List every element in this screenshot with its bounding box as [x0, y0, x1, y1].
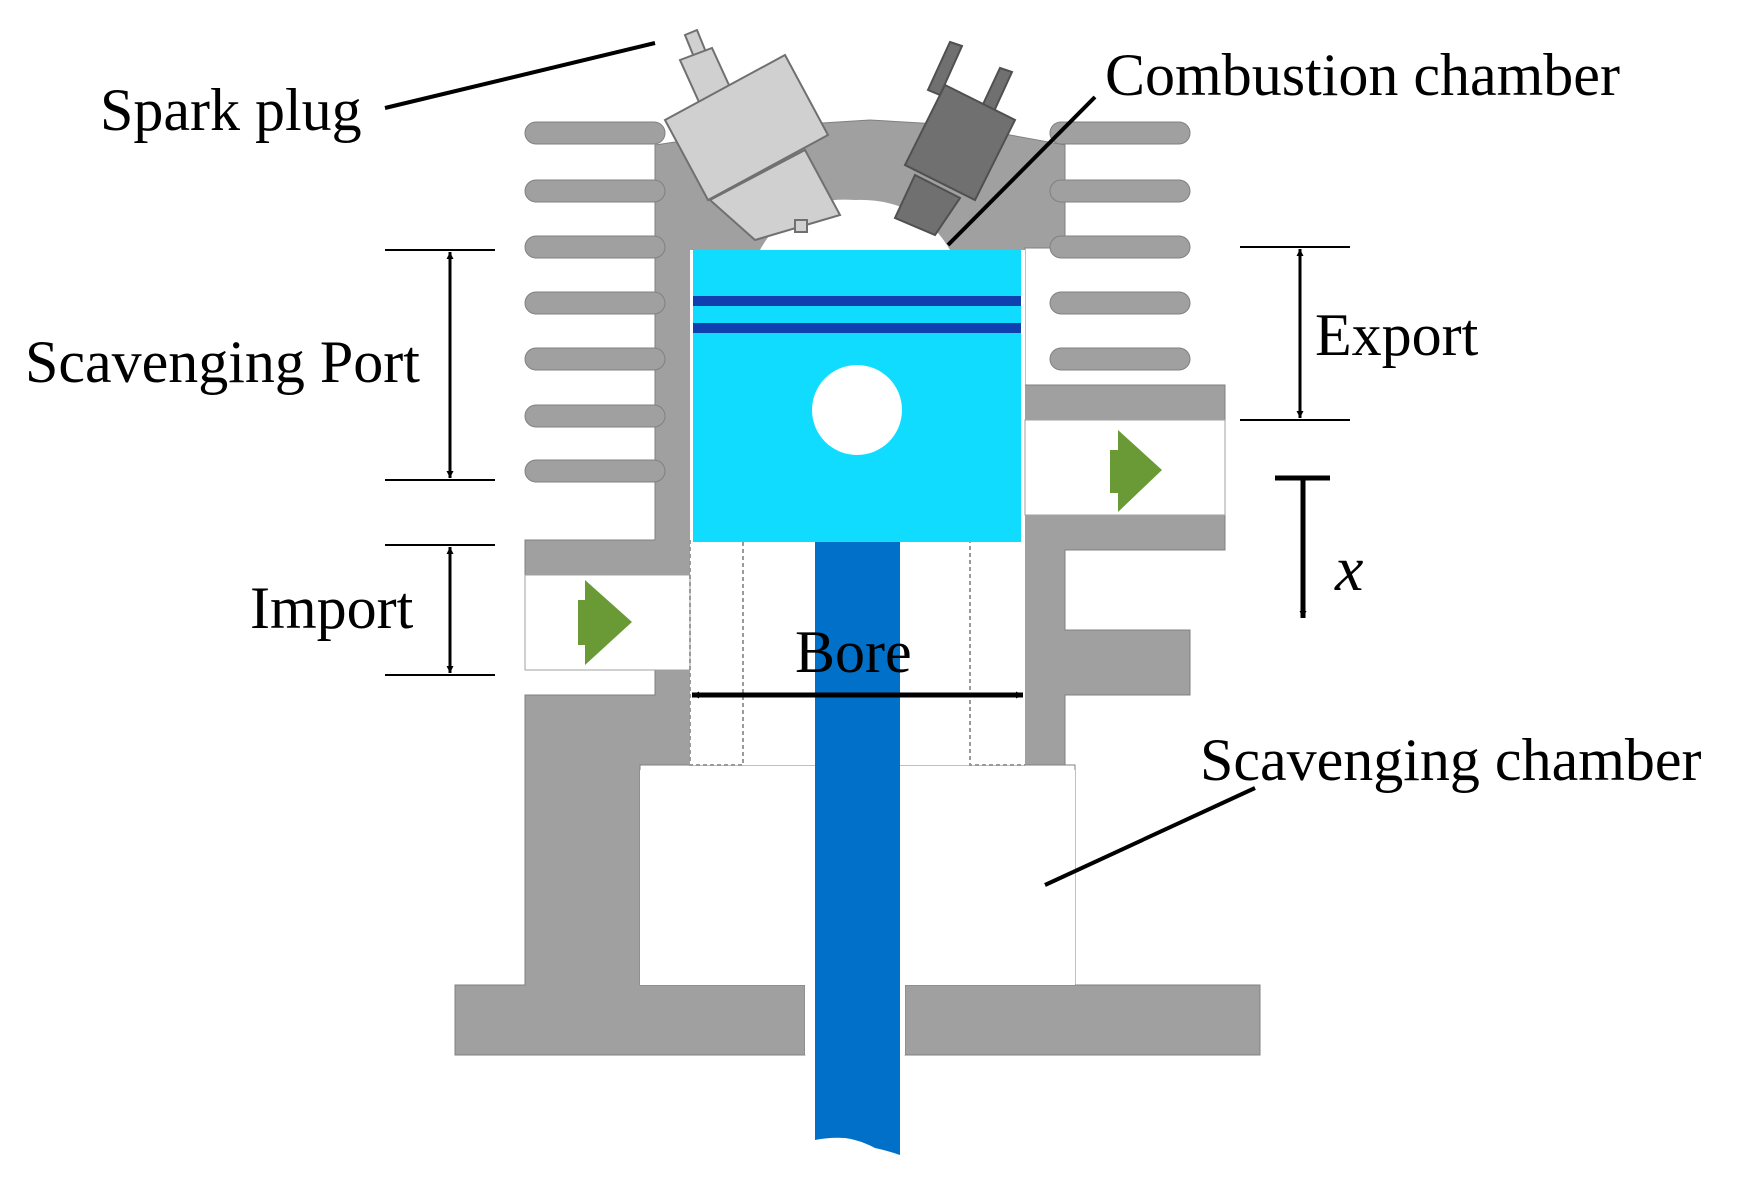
- left-fin-1: [524, 121, 666, 145]
- import-label: Import: [250, 575, 414, 641]
- dimension-lines: [385, 246, 1350, 699]
- scavenging-chamber-label: Scavenging chamber: [1200, 727, 1701, 793]
- left-fin-3: [524, 235, 666, 259]
- spark-plug: [663, 28, 842, 242]
- injector-body: [903, 83, 1017, 202]
- spark-plug-electrode: [794, 219, 808, 233]
- left-fin-4: [524, 291, 666, 315]
- spark-plug-body: [663, 53, 830, 202]
- scavenging-chamber-leader: [1044, 786, 1256, 887]
- spark-plug-shell: [708, 148, 842, 242]
- combustion-chamber-leader: [946, 95, 1097, 247]
- spark-plug-label: Spark plug: [100, 77, 362, 143]
- import-flow-arrow: [578, 580, 632, 665]
- left-fin-6: [524, 404, 666, 428]
- piston-ring-1: [693, 296, 1021, 306]
- x-label: x: [1334, 533, 1363, 604]
- right-fin-4: [1049, 291, 1191, 315]
- export-label: Export: [1315, 302, 1479, 368]
- combustion-chamber-label: Combustion chamber: [1105, 42, 1620, 108]
- left-fin-5: [524, 347, 666, 371]
- spark-plug-leader: [384, 41, 656, 110]
- bore-label: Bore: [795, 619, 912, 685]
- leader-lines: [384, 41, 1256, 887]
- scavenging-port-label: Scavenging Port: [25, 329, 420, 395]
- right-fin-5: [1049, 347, 1191, 371]
- piston-pin-hole: [812, 365, 902, 455]
- fuel-injector: [893, 40, 1017, 237]
- right-fin-3: [1049, 235, 1191, 259]
- left-fin-7: [524, 459, 666, 483]
- right-fin-1: [1049, 121, 1191, 145]
- right-fin-2: [1049, 179, 1191, 203]
- left-fin-2: [524, 179, 666, 203]
- injector-nozzle: [893, 173, 962, 237]
- export-flow-arrow: [1110, 430, 1162, 512]
- piston-ring-2: [693, 323, 1021, 333]
